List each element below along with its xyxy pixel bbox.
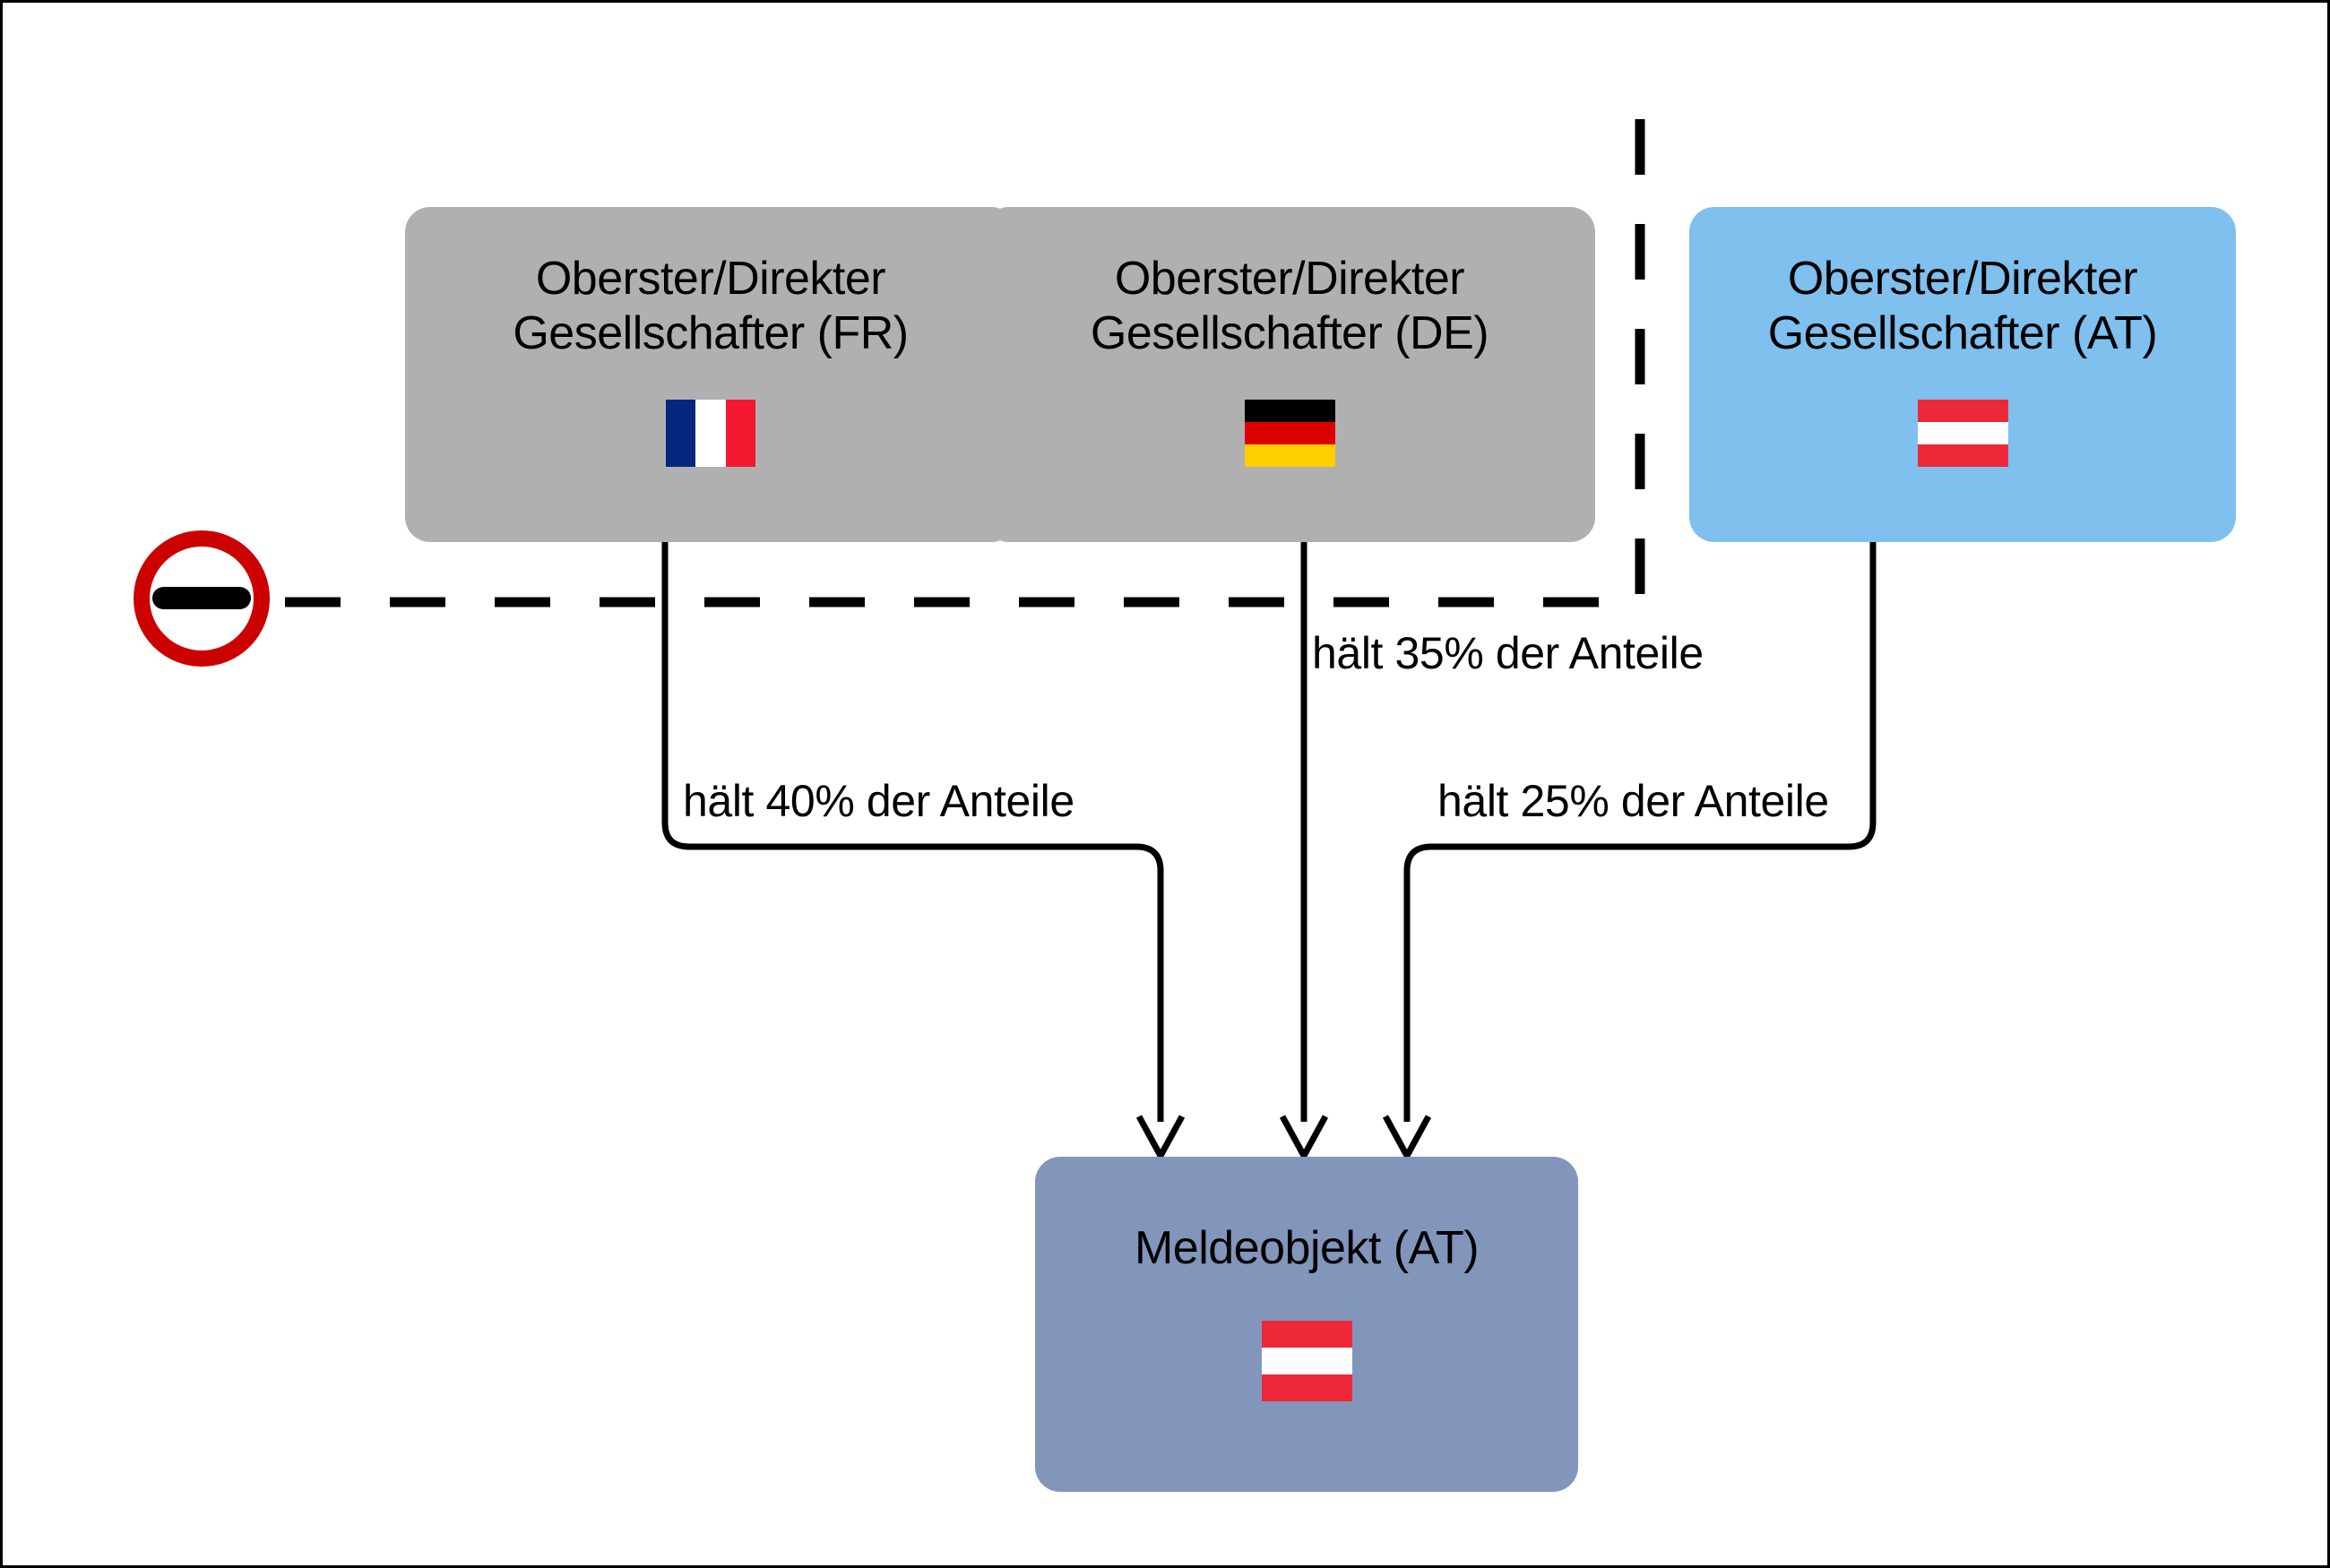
flag-austria-top-red-band <box>1917 399 2008 422</box>
edge-path-at <box>1403 542 1877 1122</box>
flag-france-white-band <box>695 399 726 467</box>
flag-germany <box>1244 399 1335 467</box>
flag-austria-top-red-band <box>1261 1321 1352 1348</box>
edge-path-fr <box>661 542 1164 1122</box>
flag-germany-gold-band <box>1244 444 1335 467</box>
edge-arrowhead-de <box>1279 1115 1329 1163</box>
edge-label-at: hält 25% der Anteile <box>1437 776 1829 826</box>
flag-austria-bottom-red-band <box>1917 444 2008 467</box>
edge-label-de: hält 35% der Anteile <box>1312 628 1704 678</box>
flag-austria-white-band <box>1917 421 2008 444</box>
node-meldeobjekt[interactable]: Meldeobjekt (AT) <box>1035 1157 1578 1492</box>
no-entry-icon <box>134 530 270 667</box>
flag-germany-red-band <box>1244 421 1335 444</box>
flag-austria <box>1261 1321 1352 1402</box>
node-owner-fr[interactable]: Oberster/Direkter Gesellschafter (FR) <box>405 207 1016 542</box>
flag-germany-black-band <box>1244 399 1335 422</box>
flag-austria <box>1917 399 2008 467</box>
flag-austria-bottom-red-band <box>1261 1374 1352 1402</box>
node-owner-at[interactable]: Oberster/Direkter Gesellschafter (AT) <box>1689 207 2236 542</box>
edge-arrowhead-fr <box>1135 1115 1186 1163</box>
edge-label-fr: hält 40% der Anteile <box>683 776 1074 826</box>
node-owner-de-label: Oberster/Direkter Gesellschafter (DE) <box>1090 253 1489 360</box>
node-meldeobjekt-label: Meldeobjekt (AT) <box>1134 1222 1480 1274</box>
node-owner-at-label: Oberster/Direkter Gesellschafter (AT) <box>1767 253 2158 360</box>
node-owner-fr-label: Oberster/Direkter Gesellschafter (FR) <box>513 253 909 360</box>
edge-arrowhead-at <box>1382 1115 1432 1163</box>
node-owner-de[interactable]: Oberster/Direkter Gesellschafter (DE) <box>984 207 1595 542</box>
flag-france-red-band <box>725 399 756 467</box>
no-entry-bar <box>152 587 251 609</box>
flag-france-blue-band <box>665 399 696 467</box>
dashed-boundary-line <box>285 112 1645 607</box>
flag-france <box>665 399 756 467</box>
flag-austria-white-band <box>1261 1348 1352 1375</box>
